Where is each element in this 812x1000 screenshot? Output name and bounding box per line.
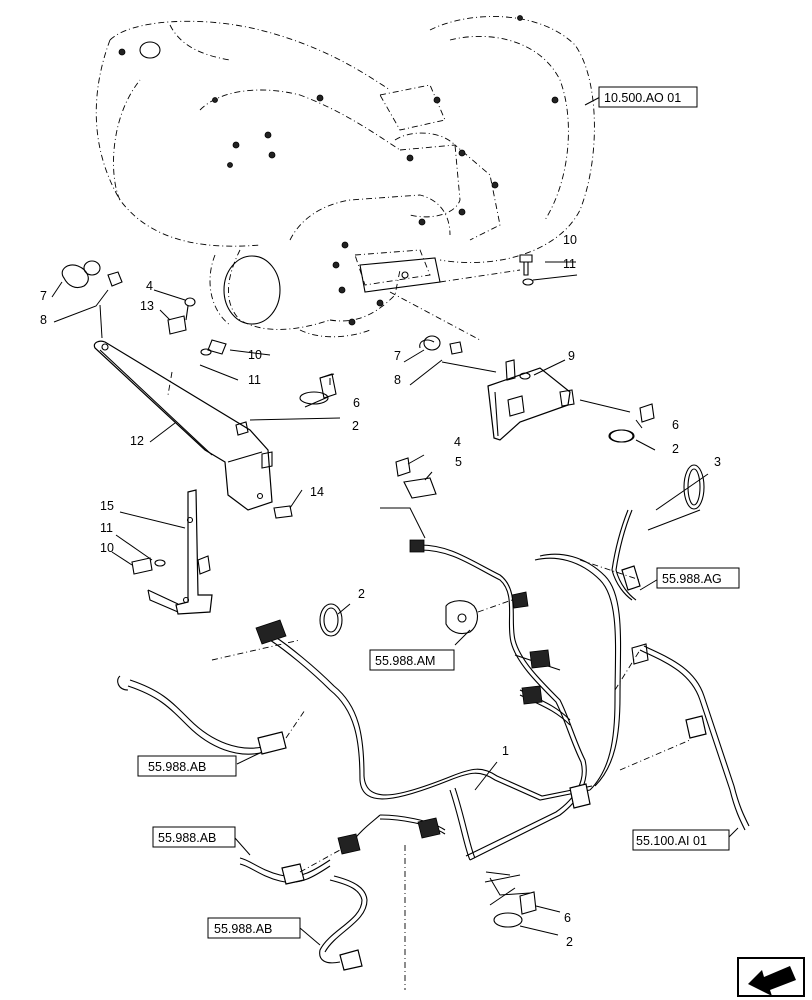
callout-8: 8 — [394, 373, 401, 387]
callout-6: 6 — [564, 911, 571, 925]
exhaust-assembly — [95, 15, 595, 338]
right-bracket-9 — [319, 335, 655, 443]
callout-15: 15 — [100, 499, 114, 513]
callout-10: 10 — [100, 541, 114, 555]
ref-10-500-ao-01[interactable]: 10.500.AO 01 — [598, 86, 698, 108]
ref-55-988-ab[interactable]: 55.988.AB — [207, 917, 301, 939]
callout-3: 3 — [714, 455, 721, 469]
right-sensor-cables — [579, 464, 750, 831]
leader-lines — [51, 94, 739, 946]
left-bracket-12 — [93, 340, 273, 511]
ref-55-988-am[interactable]: 55.988.AM — [369, 649, 455, 671]
callout-6: 6 — [672, 418, 679, 432]
callout-13: 13 — [140, 299, 154, 313]
callout-7: 7 — [40, 289, 47, 303]
callout-2: 2 — [358, 587, 365, 601]
wiring-harness — [255, 539, 622, 861]
ref-55-100-ai-01[interactable]: 55.100.AI 01 — [632, 829, 730, 851]
pressure-sensor — [445, 599, 513, 635]
callout-2: 2 — [352, 419, 359, 433]
callout-10: 10 — [248, 348, 262, 362]
svg-text:55.988.AB: 55.988.AB — [158, 831, 216, 845]
svg-text:10.500.AO 01: 10.500.AO 01 — [604, 91, 681, 105]
callout-1: 1 — [502, 744, 509, 758]
svg-text:55.988.AM: 55.988.AM — [375, 654, 435, 668]
callout-2: 2 — [566, 935, 573, 949]
svg-text:55.988.AG: 55.988.AG — [662, 572, 722, 586]
lower-sensor-cables — [239, 845, 406, 990]
callout-2: 2 — [672, 442, 679, 456]
lower-bracket-15 — [147, 489, 213, 615]
callout-11: 11 — [100, 521, 113, 535]
callout-14: 14 — [310, 485, 324, 499]
ref-55-988-ag[interactable]: 55.988.AG — [656, 567, 740, 589]
clamp-rings — [319, 429, 634, 928]
clip-item-5 — [395, 457, 437, 499]
callout-8: 8 — [40, 313, 47, 327]
callout-11: 11 — [248, 373, 261, 387]
callout-numbers: 1 2 2 2 2 3 4 4 5 6 6 6 7 7 8 8 9 10 10 … — [40, 233, 721, 949]
svg-text:55.988.AB: 55.988.AB — [214, 922, 272, 936]
svg-text:55.988.AB: 55.988.AB — [148, 760, 206, 774]
bolt-heads — [118, 15, 559, 326]
callout-11: 11 — [563, 257, 576, 271]
arrow-previous-icon[interactable] — [737, 957, 805, 997]
callout-4: 4 — [454, 435, 461, 449]
left-hardware — [61, 260, 337, 575]
left-sensor-cable — [117, 639, 306, 755]
mounting-plate — [359, 254, 534, 341]
callout-9: 9 — [568, 349, 575, 363]
callout-7: 7 — [394, 349, 401, 363]
svg-text:55.100.AI 01: 55.100.AI 01 — [636, 834, 707, 848]
callout-12: 12 — [130, 434, 144, 448]
callout-6: 6 — [353, 396, 360, 410]
callout-5: 5 — [455, 455, 462, 469]
ref-55-988-ab[interactable]: 55.988.AB — [152, 826, 236, 848]
callout-4: 4 — [146, 279, 153, 293]
callout-10: 10 — [563, 233, 577, 247]
reference-boxes: 10.500.AO 01 55.988.AG 55.988.AM 55.988.… — [137, 86, 740, 939]
ref-55-988-ab[interactable]: 55.988.AB — [137, 755, 237, 777]
